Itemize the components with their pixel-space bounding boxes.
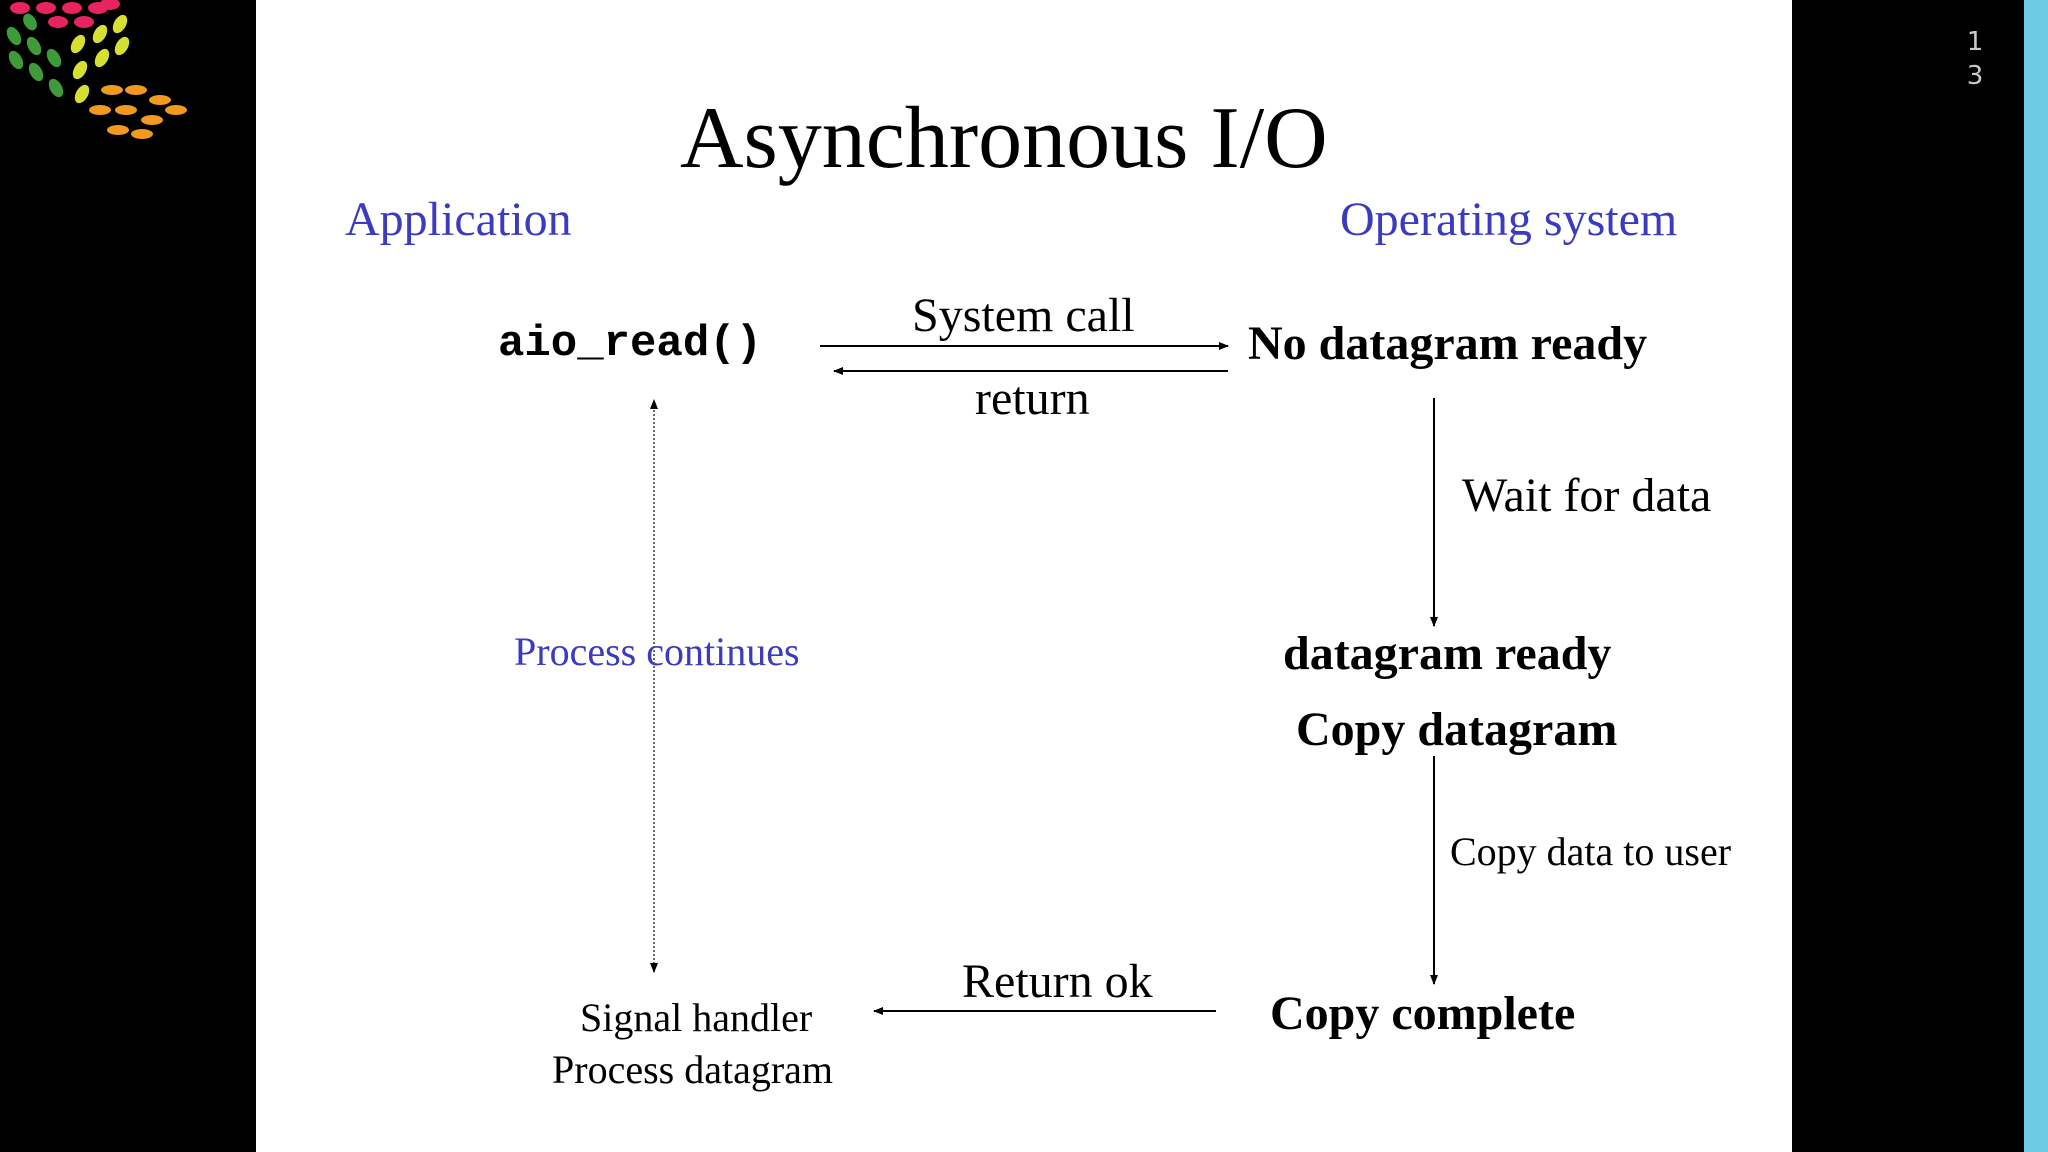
- cube-dots-logo: [6, 0, 187, 139]
- operating-system-header: Operating system: [1340, 193, 1678, 246]
- copy-complete-state: Copy complete: [1270, 987, 1576, 1040]
- page-number: 1 3: [1955, 25, 1995, 93]
- slide-title: Asynchronous I/O: [680, 90, 1328, 187]
- process-continues-label: Process continues: [514, 629, 800, 674]
- return-label: return: [975, 372, 1090, 425]
- return-ok-label: Return ok: [962, 955, 1153, 1008]
- copy-data-to-user-label: Copy data to user: [1450, 829, 1732, 874]
- page-number-digit-1: 1: [1966, 27, 1984, 57]
- page-number-digit-2: 3: [1966, 61, 1984, 91]
- copy-datagram-state: Copy datagram: [1296, 703, 1618, 756]
- system-call-label: System call: [912, 289, 1135, 342]
- signal-handler-label: Signal handler: [580, 995, 813, 1040]
- accent-bar: [2024, 0, 2048, 1152]
- no-datagram-ready-state: No datagram ready: [1248, 317, 1648, 370]
- application-header: Application: [345, 193, 572, 246]
- slide-canvas: [256, 0, 1792, 1152]
- datagram-ready-state: datagram ready: [1283, 627, 1612, 680]
- process-datagram-label: Process datagram: [552, 1047, 834, 1092]
- aio-read-call: aio_read(): [498, 319, 763, 369]
- wait-for-data-label: Wait for data: [1462, 469, 1712, 522]
